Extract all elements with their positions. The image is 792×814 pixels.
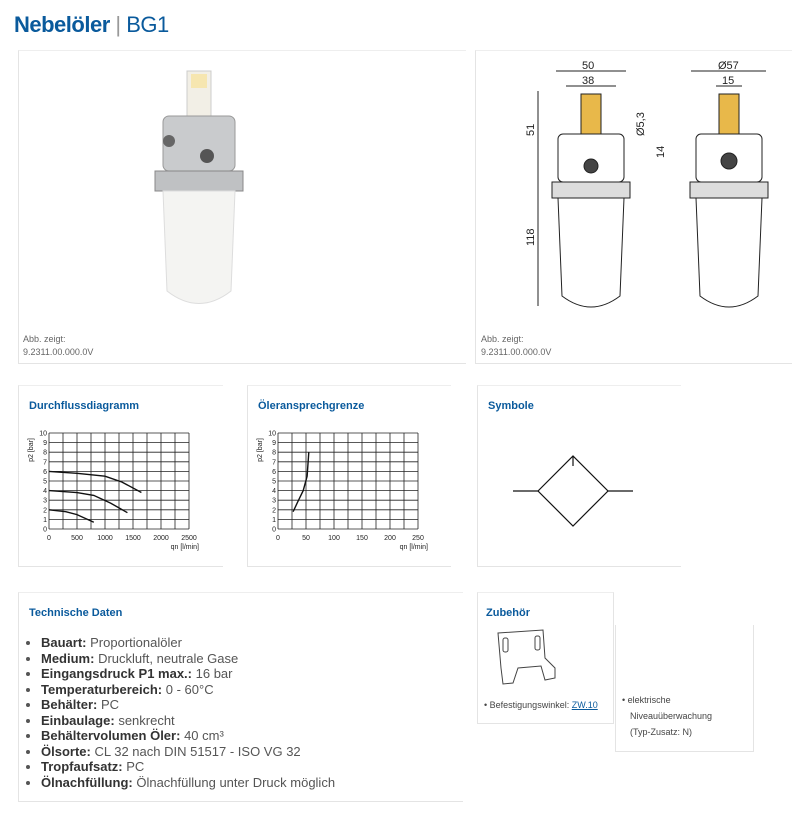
y-tick-label: 7 bbox=[43, 459, 47, 466]
y-tick-label: 7 bbox=[272, 459, 276, 466]
x-tick-label: 150 bbox=[356, 535, 368, 542]
y-tick-label: 5 bbox=[272, 479, 276, 486]
x-axis-label: qn [l/min] bbox=[171, 544, 199, 551]
x-tick-label: 0 bbox=[47, 535, 51, 542]
svg-text:15: 15 bbox=[722, 75, 734, 87]
x-tick-label: 2500 bbox=[181, 535, 197, 542]
tech-data-title: Technische Daten bbox=[29, 607, 123, 619]
bracket-link[interactable]: ZW.10 bbox=[571, 700, 598, 710]
y-tick-label: 1 bbox=[43, 517, 47, 524]
accessories-panel: Zubehör • Befestigungswinkel: ZW.10 bbox=[477, 592, 614, 724]
y-tick-label: 8 bbox=[272, 450, 276, 457]
tech-data-item: Eingangsdruck P1 max.: 16 bar bbox=[41, 666, 335, 682]
tech-data-item: Tropfaufsatz: PC bbox=[41, 759, 335, 775]
y-tick-label: 10 bbox=[39, 431, 47, 438]
flow-diagram-title: Durchflussdiagramm bbox=[29, 400, 140, 412]
x-tick-label: 1000 bbox=[97, 535, 113, 542]
flow-chart: 0 500 1000 1500 2000 2500 0 1 2 3 4 5 6 7 8 9 10 p2 [bar]… bbox=[28, 431, 199, 552]
tech-data-item: Ölnachfüllung: Ölnachfüllung unter Druck… bbox=[41, 775, 335, 791]
tech-data-item: Ölsorte: CL 32 nach DIN 51517 - ISO VG 3… bbox=[41, 744, 335, 760]
x-tick-label: 1500 bbox=[125, 535, 141, 542]
y-axis-label: p2 [bar] bbox=[28, 438, 35, 462]
x-tick-label: 250 bbox=[412, 535, 424, 542]
series-line bbox=[48, 489, 128, 514]
svg-text:14: 14 bbox=[655, 146, 667, 158]
tech-data-item: Temperaturbereich: 0 - 60°C bbox=[41, 682, 335, 698]
x-tick-label: 50 bbox=[302, 535, 310, 542]
y-tick-label: 6 bbox=[43, 469, 47, 476]
x-tick-label: 500 bbox=[71, 535, 83, 542]
tech-data-item: Behälter: PC bbox=[41, 697, 335, 713]
oil-threshold-title: Öleransprechgrenze bbox=[258, 400, 365, 412]
series-line bbox=[292, 452, 310, 513]
tech-data-item: Einbaulage: senkrecht bbox=[41, 713, 335, 729]
y-tick-label: 4 bbox=[43, 488, 47, 495]
svg-text:51: 51 bbox=[525, 124, 537, 136]
series-line bbox=[48, 509, 95, 523]
oil-threshold-panel: Öleransprechgrenze 0 50 100 150 200 250 0 1 2 3 4 5… bbox=[247, 385, 451, 567]
y-tick-label: 10 bbox=[268, 431, 276, 438]
y-tick-label: 1 bbox=[272, 517, 276, 524]
series-line bbox=[48, 470, 142, 494]
y-tick-label: 3 bbox=[43, 498, 47, 505]
oil-chart: 0 50 100 150 200 250 0 1 2 3 4 5 6 7 8 9 10 p2 [bar] qn [l… bbox=[257, 431, 428, 552]
tech-data-item: Medium: Druckluft, neutrale Gase bbox=[41, 651, 335, 667]
accessory-item-bracket: • Befestigungswinkel: ZW.10 bbox=[484, 700, 598, 710]
dimension-drawing: 50 38 51 118 Ø5,3 14 Ø57 15 bbox=[525, 60, 769, 308]
y-tick-label: 5 bbox=[43, 479, 47, 486]
x-tick-label: 100 bbox=[328, 535, 340, 542]
x-tick-label: 200 bbox=[384, 535, 396, 542]
image-caption: Abb. zeigt:9.2311.00.000.0V bbox=[23, 334, 94, 357]
y-tick-label: 9 bbox=[43, 440, 47, 447]
y-tick-label: 0 bbox=[43, 527, 47, 534]
y-tick-label: 8 bbox=[43, 450, 47, 457]
y-tick-label: 4 bbox=[272, 488, 276, 495]
y-axis-label: p2 [bar] bbox=[257, 438, 264, 462]
tech-data-item: Behältervolumen Öler: 40 cm³ bbox=[41, 728, 335, 744]
svg-text:118: 118 bbox=[525, 228, 537, 246]
x-axis-label: qn [l/min] bbox=[400, 544, 428, 551]
y-tick-label: 2 bbox=[272, 507, 276, 514]
y-tick-label: 2 bbox=[43, 507, 47, 514]
symbols-title: Symbole bbox=[488, 400, 534, 412]
drawing-caption: Abb. zeigt:9.2311.00.000.0V bbox=[481, 334, 552, 357]
svg-text:Ø57: Ø57 bbox=[718, 60, 739, 72]
y-tick-label: 6 bbox=[272, 469, 276, 476]
product-image bbox=[154, 70, 244, 304]
x-tick-label: 2000 bbox=[153, 535, 169, 542]
svg-text:50: 50 bbox=[582, 60, 594, 72]
mounting-bracket-image bbox=[497, 629, 556, 685]
tech-data-panel: Technische Daten Bauart: Proportionalöle… bbox=[18, 592, 463, 802]
page-title: Nebelöler | BG1 bbox=[14, 12, 169, 37]
y-tick-label: 9 bbox=[272, 440, 276, 447]
tech-data-list: Bauart: ProportionalölerMedium: Druckluf… bbox=[29, 635, 335, 790]
y-tick-label: 0 bbox=[272, 527, 276, 534]
dimension-drawing-panel: 50 38 51 118 Ø5,3 14 Ø57 15 Abb. zeigt:9… bbox=[475, 50, 792, 364]
accessories-title: Zubehör bbox=[486, 607, 530, 619]
svg-text:38: 38 bbox=[582, 75, 594, 87]
symbols-panel: Symbole bbox=[477, 385, 681, 567]
y-tick-label: 3 bbox=[272, 498, 276, 505]
x-tick-label: 0 bbox=[276, 535, 280, 542]
product-image-panel: Abb. zeigt:9.2311.00.000.0V bbox=[18, 50, 466, 364]
lubricator-symbol bbox=[513, 455, 633, 527]
tech-data-item: Bauart: Proportionalöler bbox=[41, 635, 335, 651]
svg-text:Ø5,3: Ø5,3 bbox=[635, 112, 647, 136]
